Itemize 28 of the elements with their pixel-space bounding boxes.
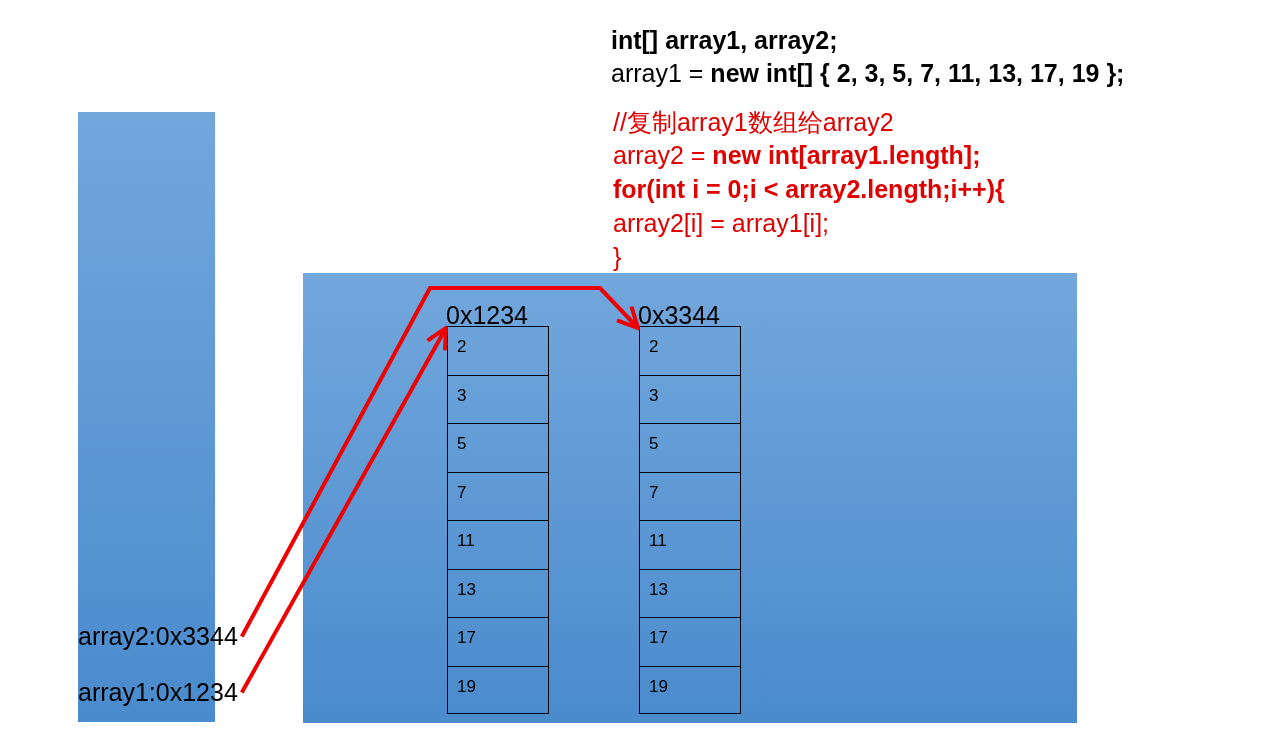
code-line: //复制array1数组给array2	[613, 110, 894, 135]
code-line: for(int i = 0;i < array2.length;i++){	[613, 177, 1005, 202]
code-line: int[] array1, array2;	[611, 28, 838, 53]
array-cell: 13	[448, 569, 548, 618]
array-cell: 19	[448, 666, 548, 715]
array-cell: 2	[640, 327, 740, 376]
array-cell: 7	[640, 472, 740, 521]
array-cell: 3	[448, 375, 548, 424]
arrow	[240, 286, 640, 638]
array-cell: 7	[448, 472, 548, 521]
arrow	[240, 326, 448, 694]
array-cell: 13	[640, 569, 740, 618]
code-line: array2 = new int[array1.length];	[613, 143, 981, 168]
code-line: array1 = new int[] { 2, 3, 5, 7, 11, 13, 17, 19 };	[611, 61, 1125, 86]
array-cell: 5	[448, 424, 548, 473]
array-cell: 11	[640, 521, 740, 570]
array-cell: 19	[640, 666, 740, 715]
array-cell: 11	[448, 521, 548, 570]
code-line: array2[i] = array1[i];	[613, 211, 830, 236]
address-label: 0x1234	[446, 303, 529, 328]
array-cell: 17	[448, 618, 548, 667]
array-cell: 17	[640, 618, 740, 667]
heap-area	[303, 273, 1077, 723]
code-line: }	[613, 245, 622, 270]
address-label: 0x3344	[638, 303, 721, 328]
array-cell: 3	[640, 375, 740, 424]
array-cell: 2	[448, 327, 548, 376]
array-cell: 5	[640, 424, 740, 473]
